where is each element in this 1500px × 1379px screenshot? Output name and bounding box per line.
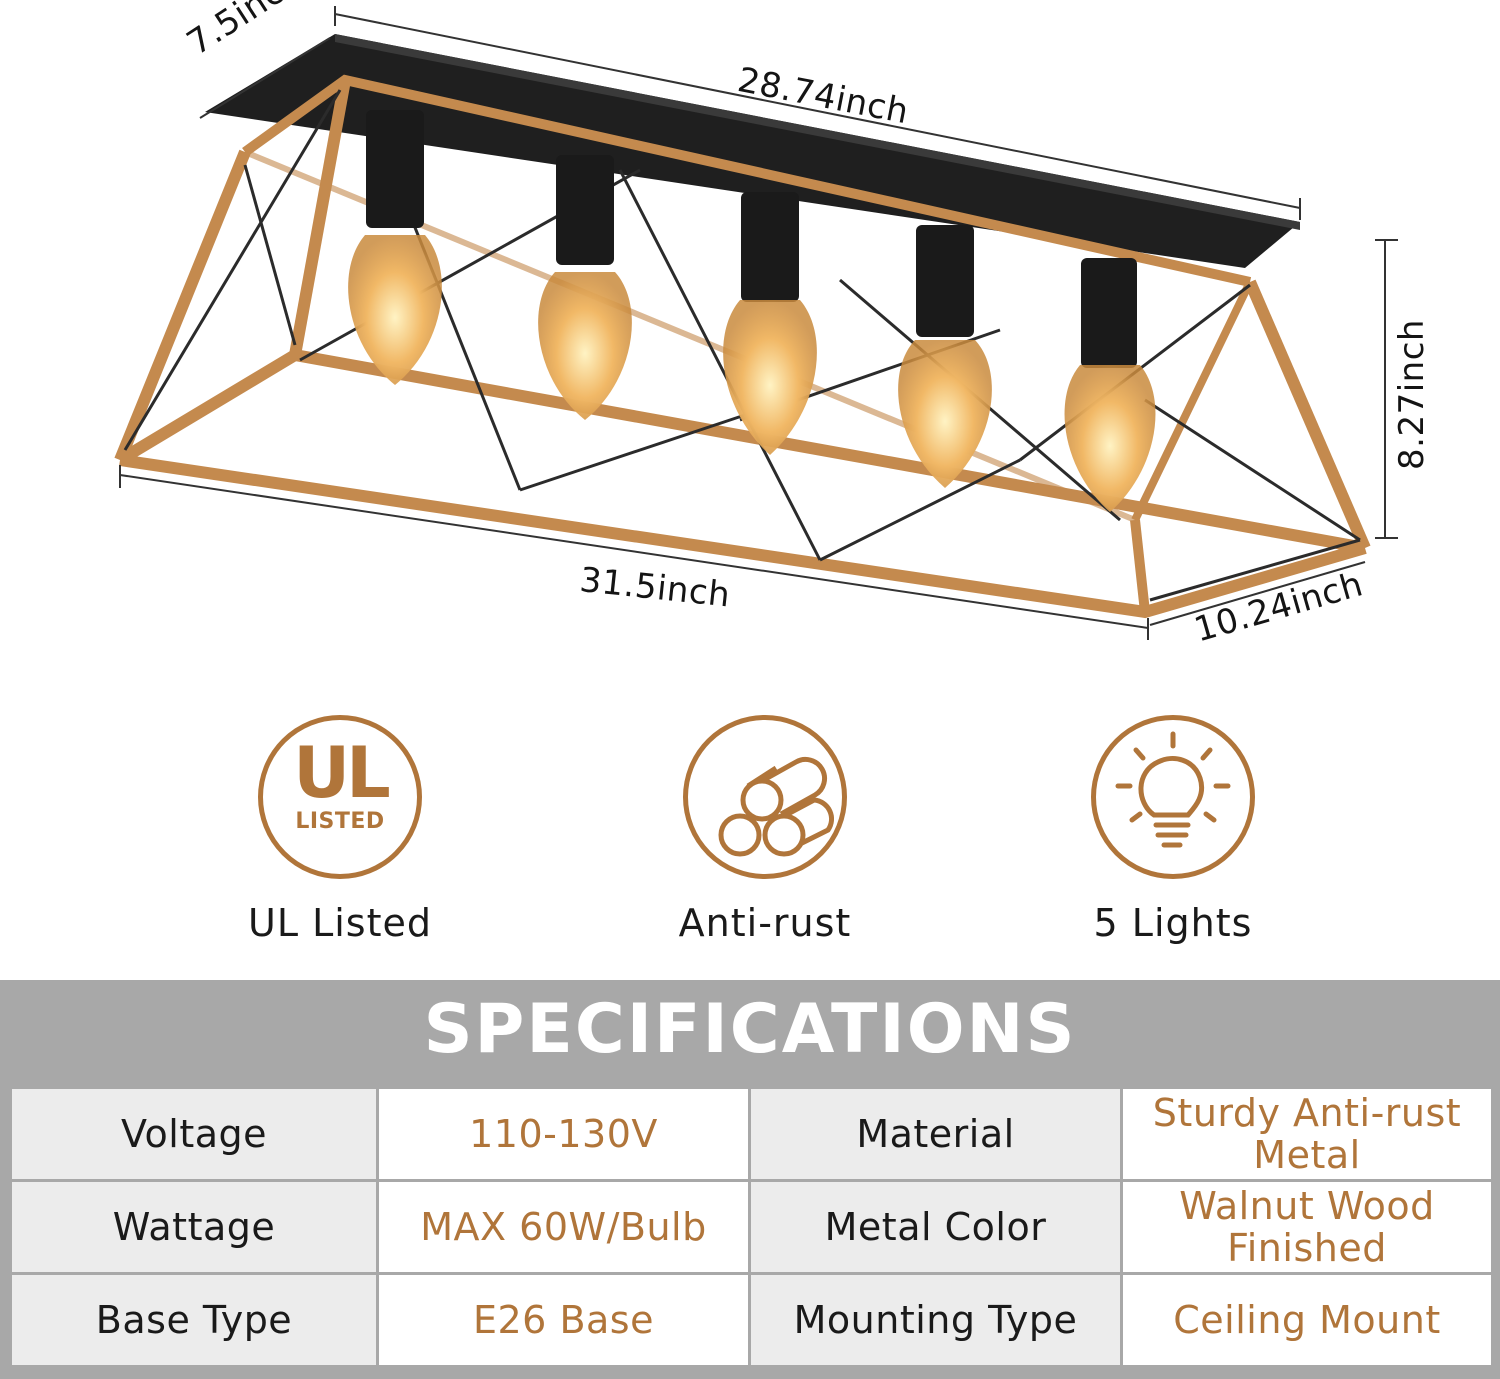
table-row: Voltage 110-130V Material Sturdy Anti-ru…	[9, 1086, 1494, 1182]
spec-value-base-type: E26 Base	[376, 1272, 751, 1368]
spec-key-material: Material	[748, 1086, 1123, 1182]
spec-key-voltage: Voltage	[9, 1086, 379, 1182]
spec-key-metal-color: Metal Color	[748, 1179, 1123, 1275]
ul-badge-main: UL	[293, 732, 390, 814]
frame-bottom	[119, 454, 1367, 619]
lightbulb-icon	[1091, 715, 1255, 879]
bulb-2	[538, 155, 632, 420]
spec-value-material: Sturdy Anti-rust Metal	[1120, 1086, 1494, 1182]
feature-anti-rust: Anti-rust	[615, 715, 915, 945]
spec-value-wattage: MAX 60W/Bulb	[376, 1179, 751, 1275]
bulb-5	[1064, 258, 1156, 512]
spec-key-mounting-type: Mounting Type	[748, 1272, 1123, 1368]
feature-label-lights: 5 Lights	[1093, 901, 1253, 945]
canopy-plate	[205, 34, 1300, 268]
table-row: Wattage MAX 60W/Bulb Metal Color Walnut …	[9, 1179, 1494, 1275]
logs-icon	[683, 715, 847, 879]
spec-value-mounting-type: Ceiling Mount	[1120, 1272, 1494, 1368]
spec-key-base-type: Base Type	[9, 1272, 379, 1368]
feature-ul-listed: UL LISTED UL Listed	[190, 715, 490, 945]
ul-badge-sub: LISTED	[295, 809, 385, 834]
feature-label-ul: UL Listed	[248, 901, 432, 945]
spec-value-metal-color: Walnut Wood Finished	[1120, 1179, 1494, 1275]
specifications-title: SPECIFICATIONS	[423, 990, 1077, 1069]
table-row: Base Type E26 Base Mounting Type Ceiling…	[9, 1272, 1494, 1368]
product-illustration	[114, 6, 1398, 640]
ul-listed-icon: UL LISTED	[258, 715, 422, 879]
spec-value-voltage: 110-130V	[376, 1086, 751, 1182]
bulb-3	[723, 192, 817, 455]
specifications-section: SPECIFICATIONS Voltage 110-130V Material…	[0, 980, 1500, 1379]
feature-five-lights: 5 Lights	[1023, 715, 1323, 945]
specifications-table: Voltage 110-130V Material Sturdy Anti-ru…	[9, 1086, 1494, 1368]
bulb-1	[348, 110, 442, 385]
bulb-4	[898, 225, 992, 488]
spec-key-wattage: Wattage	[9, 1179, 379, 1275]
feature-label-anti-rust: Anti-rust	[678, 901, 852, 945]
dimension-height: 8.27inch	[1392, 319, 1432, 470]
